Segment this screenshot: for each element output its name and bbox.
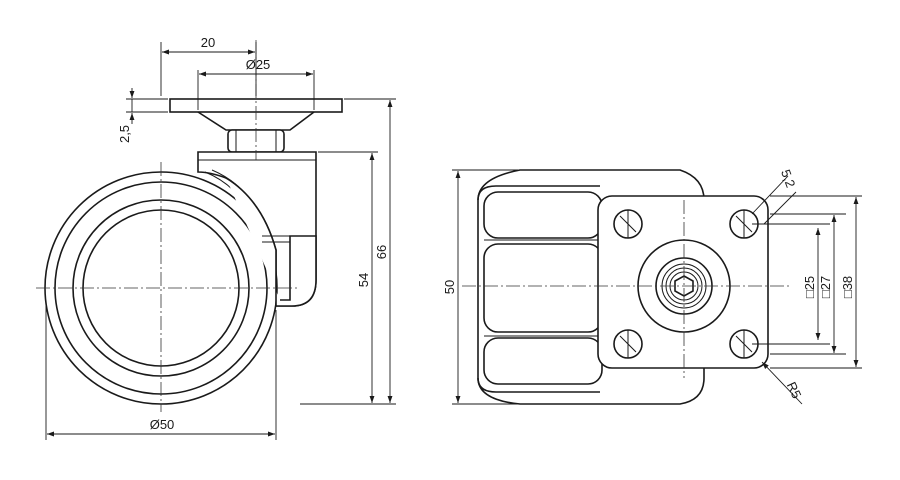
- dim-hole-dia: 5,2: [778, 167, 798, 189]
- corner-hole-tl: [613, 209, 643, 239]
- dim-top-offset: 20: [201, 35, 215, 50]
- dim-hole-square-inner: □25: [802, 276, 817, 298]
- dim-plate-square: □38: [840, 276, 855, 298]
- side-view: [36, 40, 343, 412]
- dim-plate-thickness: 2,5: [117, 125, 132, 143]
- top-dimensions: 50 5,2 □25 □27 □38 R5: [442, 167, 862, 405]
- dim-stem-dia: Ø25: [246, 57, 271, 72]
- mounting-plate-top: [597, 195, 769, 369]
- dim-wheel-dia: Ø50: [150, 417, 175, 432]
- wheel-rim: [72, 199, 250, 377]
- dim-hole-square-mid: □27: [818, 276, 833, 298]
- dim-height-total: 66: [374, 245, 389, 259]
- dim-corner-radius: R5: [784, 379, 805, 400]
- corner-hole-bl: [613, 329, 643, 359]
- dim-axle-height: 54: [356, 273, 371, 287]
- top-view: [462, 169, 790, 405]
- dim-width: 50: [442, 280, 457, 294]
- side-dimensions: 20 Ø25 2,5 66 54 Ø50: [45, 35, 396, 440]
